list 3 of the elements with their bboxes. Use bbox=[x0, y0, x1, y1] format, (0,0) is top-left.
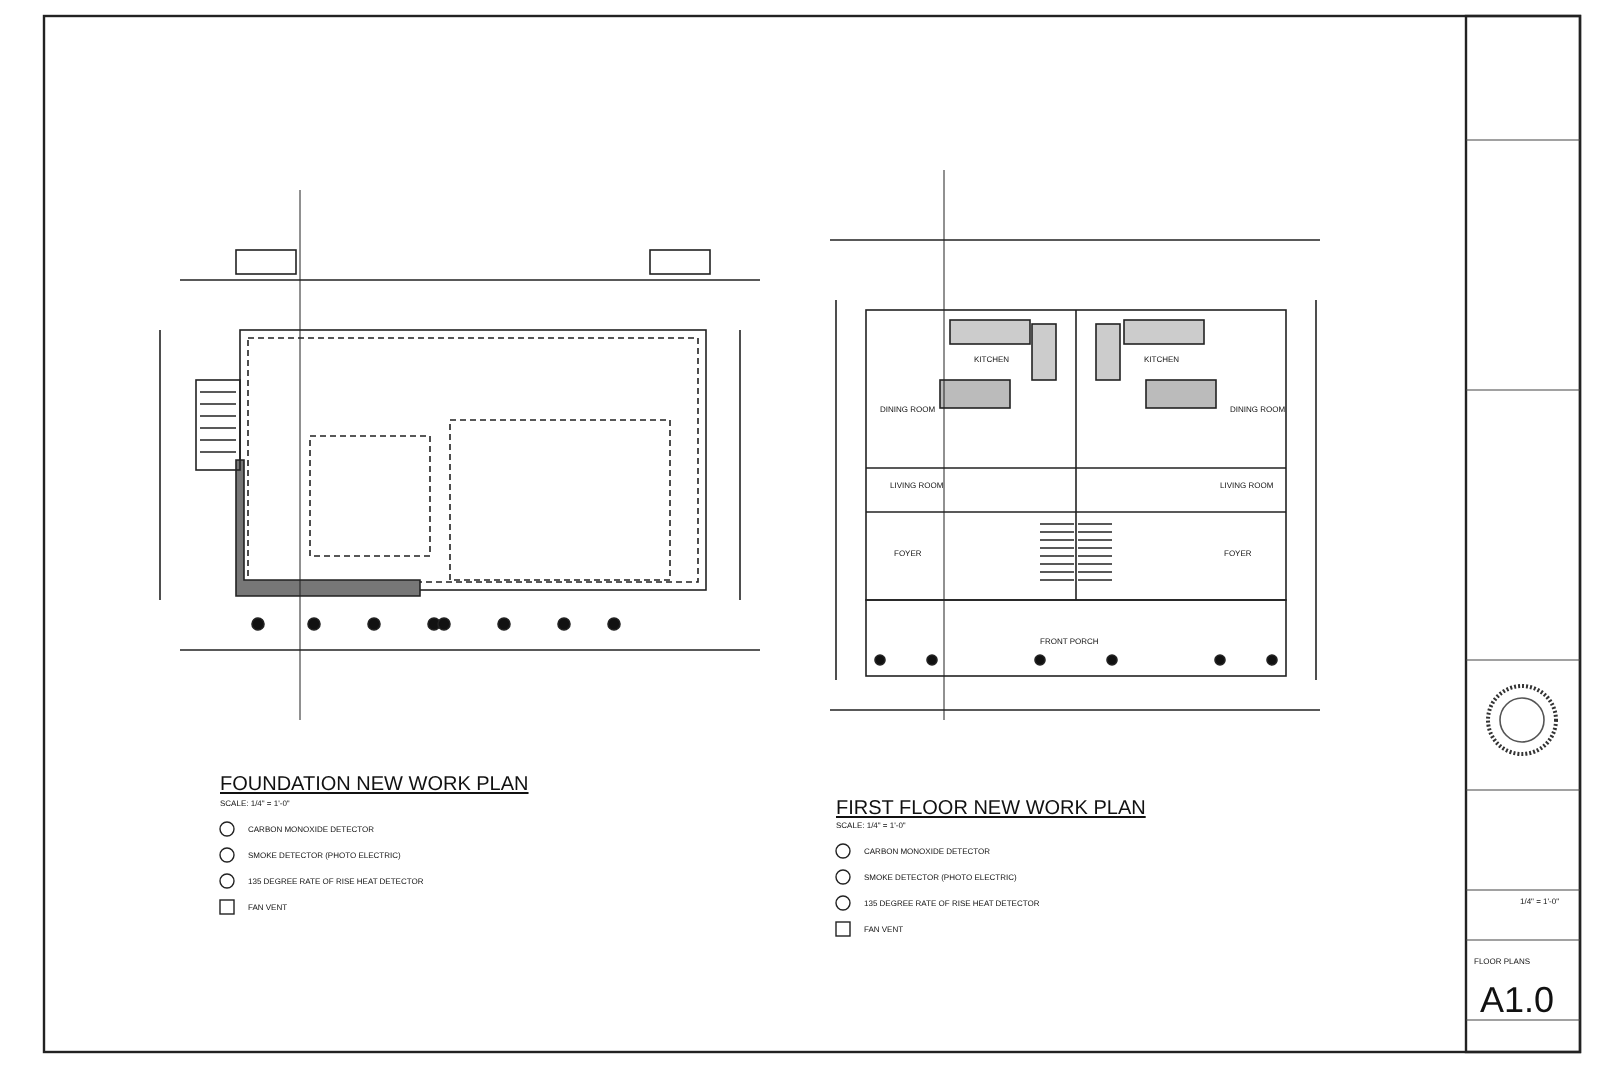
sheet-number: A1.0 bbox=[1480, 980, 1555, 1022]
plan-title: FIRST FLOOR NEW WORK PLAN bbox=[836, 798, 1146, 820]
plan-title: FOUNDATION NEW WORK PLAN bbox=[220, 774, 529, 796]
